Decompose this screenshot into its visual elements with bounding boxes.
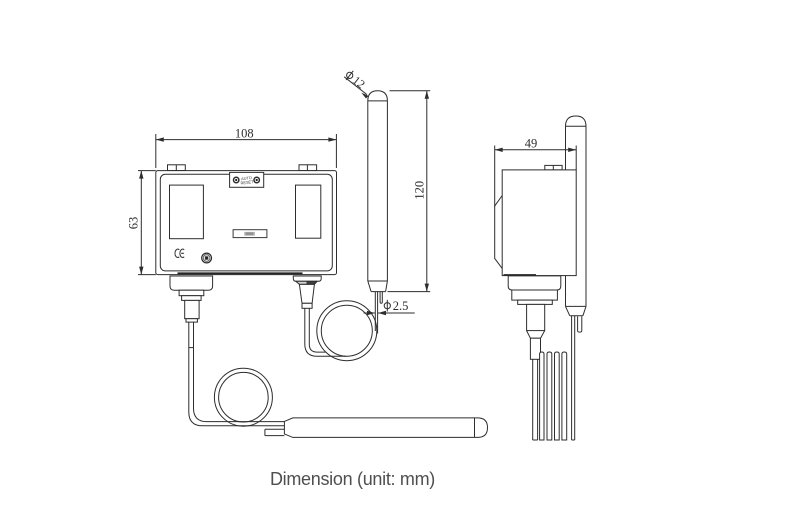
svg-text:49: 49 bbox=[525, 137, 538, 151]
svg-text:AUTO: AUTO bbox=[241, 175, 252, 181]
svg-text:RESET: RESET bbox=[240, 179, 254, 186]
svg-text:63: 63 bbox=[127, 217, 141, 230]
svg-text:108: 108 bbox=[235, 126, 254, 140]
svg-text:120: 120 bbox=[413, 181, 427, 200]
svg-text:2.5: 2.5 bbox=[393, 299, 409, 313]
